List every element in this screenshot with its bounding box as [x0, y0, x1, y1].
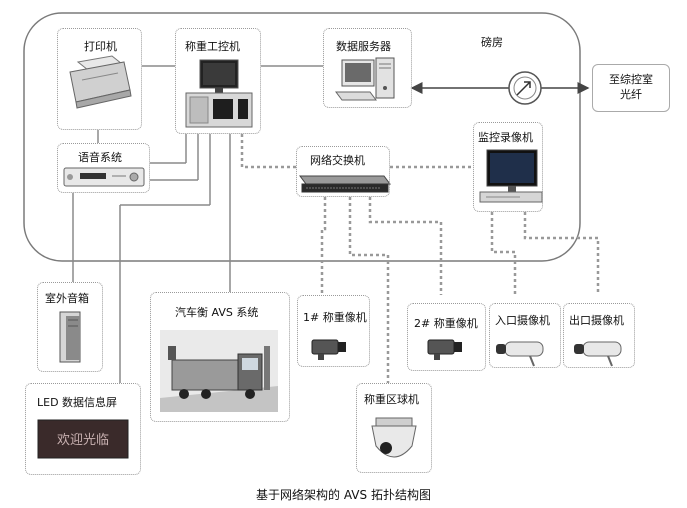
outdoor-speaker-icon: [59, 311, 81, 363]
printer-label: 打印机: [84, 40, 117, 53]
dome-camera-icon: [371, 417, 417, 458]
nvr-label: 监控录像机: [478, 131, 533, 144]
printer-node: [57, 28, 142, 130]
exit-camera-label: 出口摄像机: [569, 314, 624, 327]
db-server-node: [323, 28, 412, 108]
solid-links: [72, 65, 323, 383]
entry-camera-icon: [496, 341, 544, 367]
ipc-label: 称重工控机: [185, 40, 240, 53]
cam1-label: 1# 称重像机: [303, 311, 367, 324]
led-node: [25, 383, 141, 475]
dome-camera-node: [356, 383, 432, 473]
avs-label: 汽车衡 AVS 系统: [175, 306, 259, 319]
server-icon: [335, 57, 395, 101]
nvr-icon: [479, 149, 543, 203]
dome-camera-label: 称重区球机: [364, 393, 419, 406]
cam2-node: [407, 303, 486, 371]
room-label: 磅房: [481, 36, 503, 49]
switch-label: 网络交换机: [310, 154, 365, 167]
avs-node: [150, 292, 290, 422]
network-links: [240, 134, 600, 383]
printer-icon: [69, 55, 132, 109]
led-screen-icon: [37, 419, 129, 459]
speaker-label: 室外音箱: [45, 292, 89, 305]
cam2-label: 2# 称重像机: [414, 317, 478, 330]
ipc-node: [175, 28, 261, 134]
avs-truck-scale-icon: [160, 330, 278, 412]
fiber-node: [592, 64, 670, 112]
voice-label: 语音系统: [78, 151, 122, 164]
nvr-node: [473, 122, 543, 212]
led-label: LED 数据信息屏: [37, 396, 118, 409]
exit-camera-icon: [574, 341, 622, 367]
switch-node: [296, 146, 390, 197]
weighbridge-room-boundary: [23, 12, 581, 262]
network-switch-icon: [299, 175, 391, 193]
speaker-node: [37, 282, 103, 372]
voice-node: [57, 143, 150, 193]
entry-camera-node: [489, 303, 561, 368]
camera-1-icon: [311, 339, 346, 360]
figure-caption: 基于网络架构的 AVS 拓扑结构图: [256, 488, 431, 502]
db-server-label: 数据服务器: [336, 40, 391, 53]
entry-camera-label: 入口摄像机: [495, 314, 550, 327]
cam1-node: [297, 295, 370, 367]
voice-system-icon: [63, 167, 145, 187]
led-screen-text: 欢迎光临: [57, 433, 109, 448]
exit-camera-node: [563, 303, 635, 368]
industrial-pc-icon: [185, 59, 253, 128]
camera-2-icon: [427, 339, 462, 360]
fiber-label: 至综控室 光纤: [609, 73, 653, 101]
